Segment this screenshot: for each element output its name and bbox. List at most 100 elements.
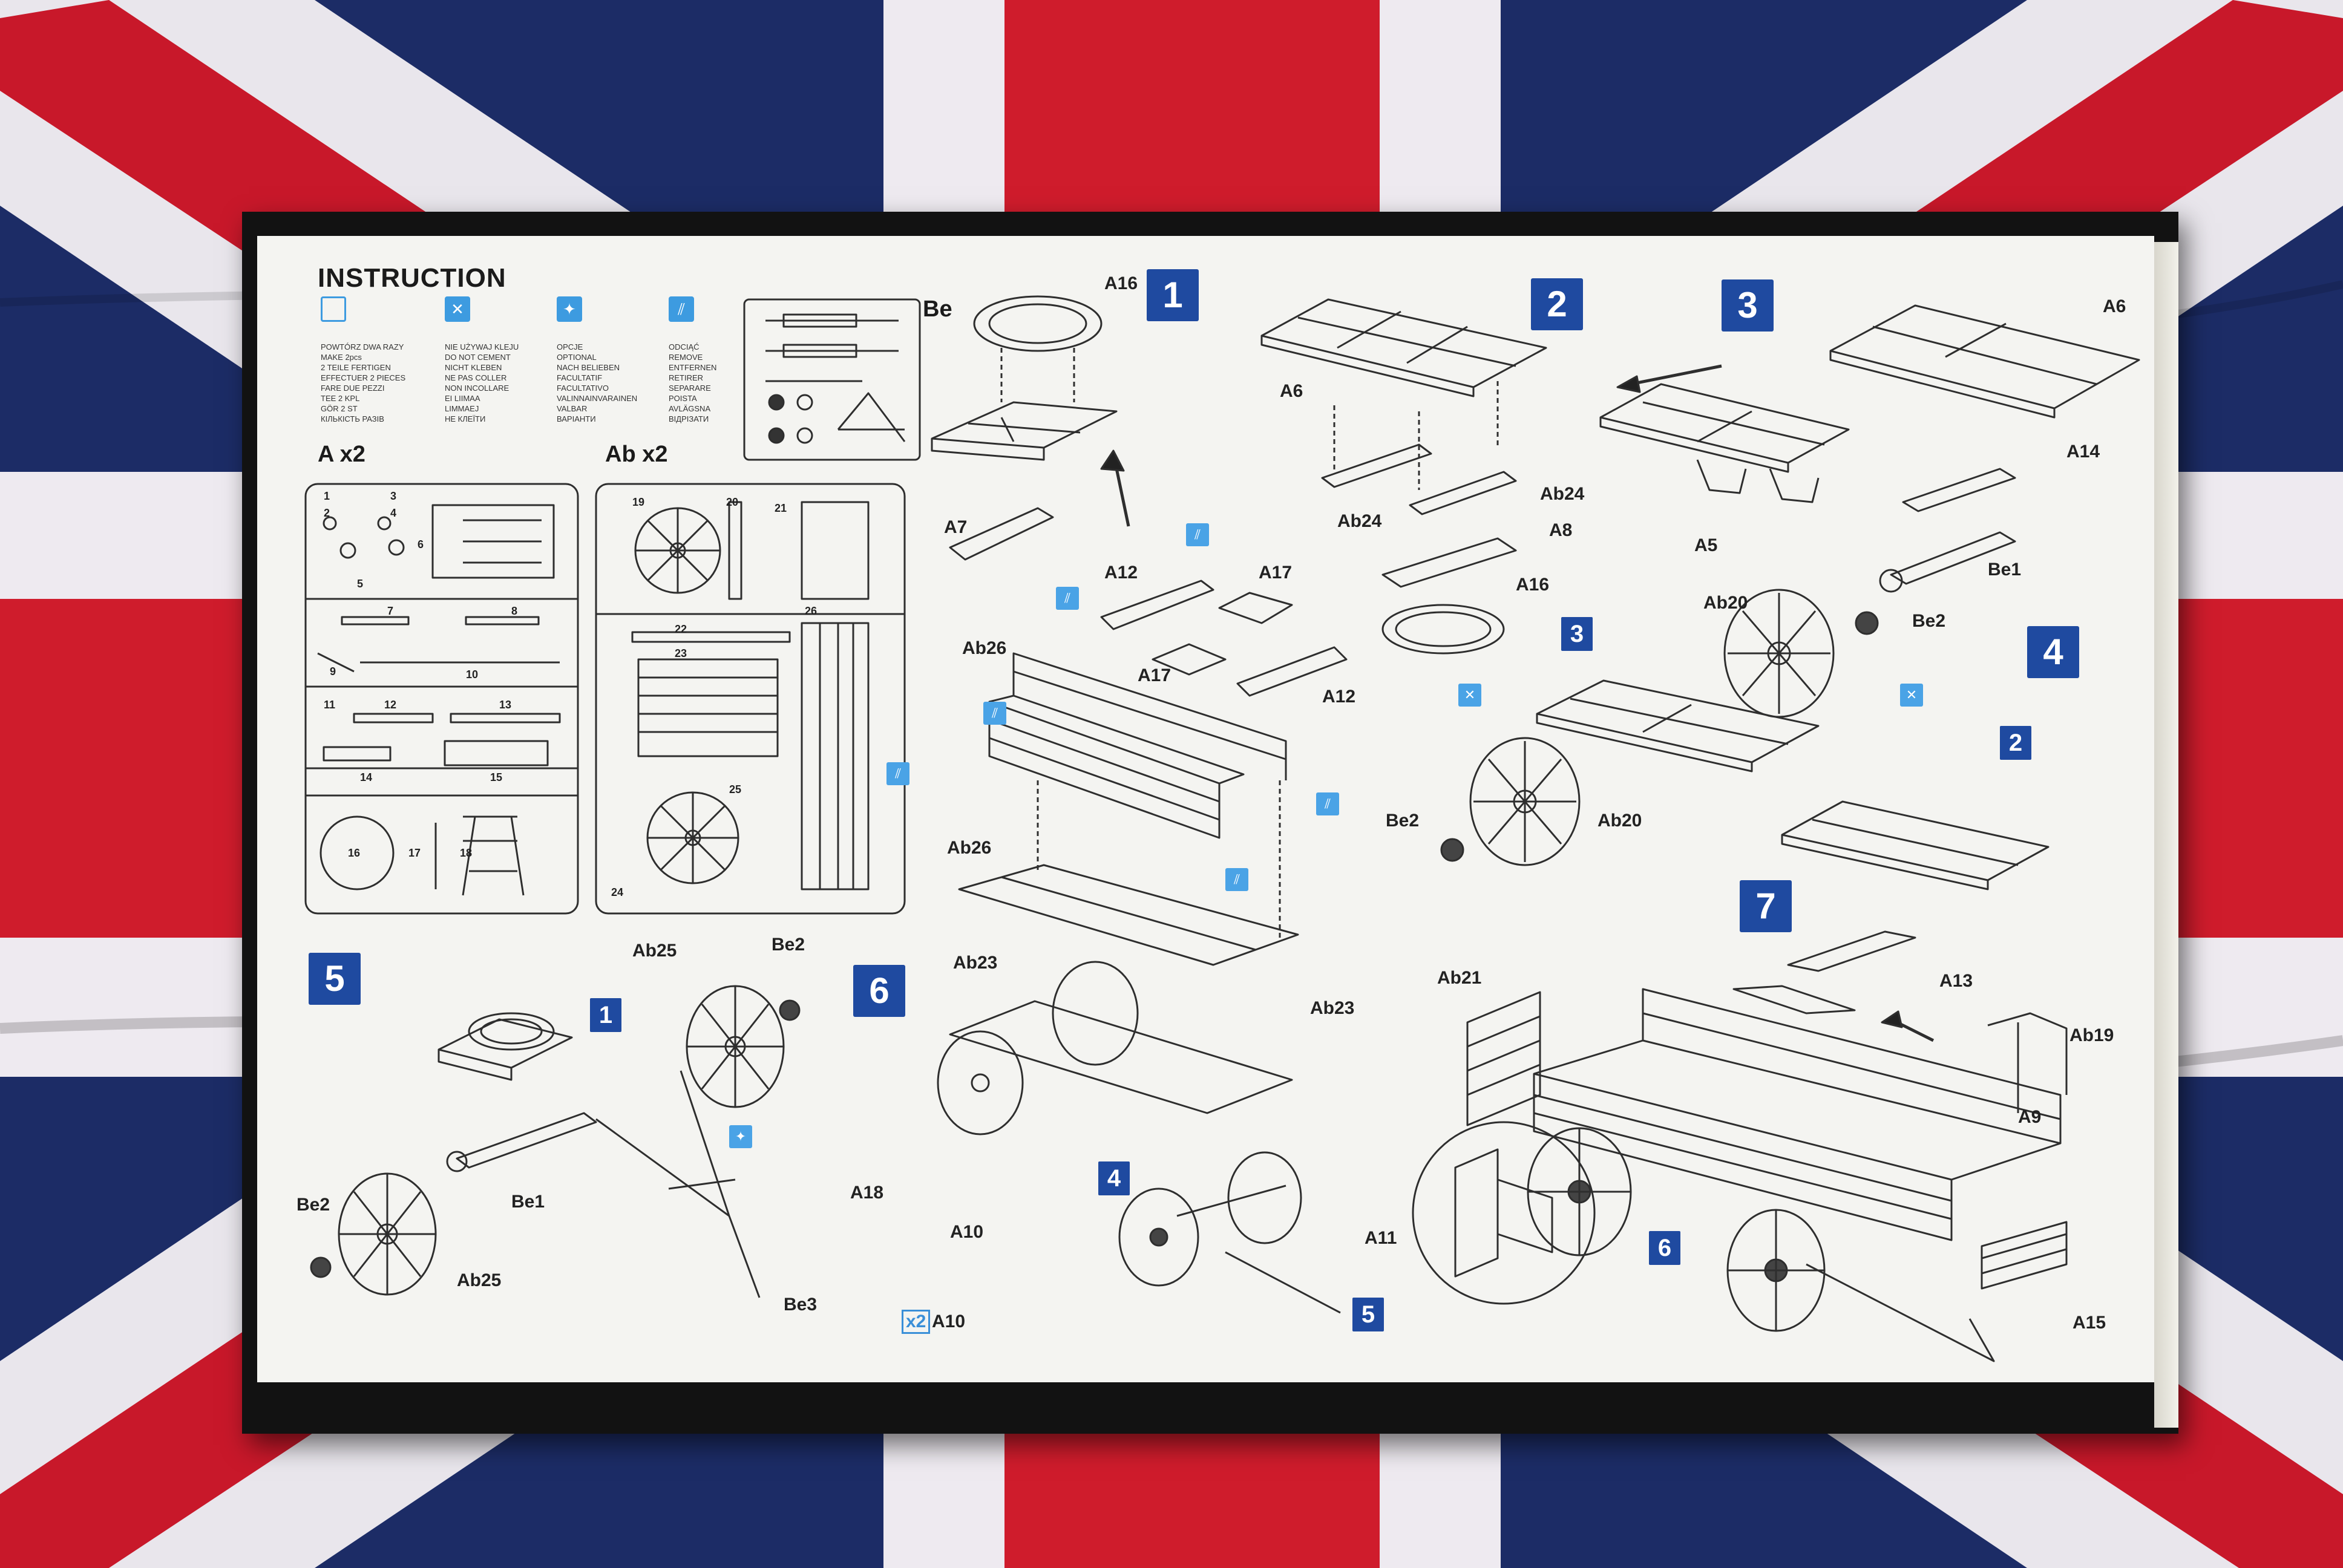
part-label: Ab25 [632, 941, 677, 961]
part-label: Ab26 [947, 838, 992, 858]
remove-icon: ⫽ [669, 296, 694, 322]
no-glue-icon: ✕ [1900, 684, 1923, 707]
remove-icon: ⫽ [1225, 868, 1248, 891]
part-label: Ab19 [2069, 1025, 2114, 1045]
sprue-number: 13 [499, 699, 512, 711]
part-label: A9 [2018, 1107, 2042, 1127]
legend-line: RETIRER [669, 373, 704, 382]
sprue-number: 10 [466, 668, 479, 681]
part-label: Be1 [1988, 560, 2022, 580]
sprue-number: 26 [805, 605, 818, 617]
remove-icon: ⫽ [1186, 523, 1209, 546]
part-label: A15 [2073, 1313, 2106, 1333]
no-glue-icon: ✕ [1458, 684, 1481, 707]
sprue-number: 22 [675, 623, 687, 635]
sprue-number: 24 [611, 886, 624, 898]
part-label: Be3 [784, 1295, 818, 1315]
step-5-drawing [310, 985, 801, 1298]
legend-line: NACH BELIEBEN [557, 363, 620, 372]
remove-icon: ⫽ [983, 702, 1006, 725]
part-label: A6 [1280, 381, 1303, 401]
part-label: Ab24 [1540, 484, 1585, 504]
sprue-number: 9 [330, 665, 336, 678]
sprue-ab-label: Ab x2 [605, 442, 668, 467]
legend-line: AVLÄGSNA [669, 404, 711, 413]
sprue-number: 3 [390, 490, 397, 502]
part-label: Be1 [511, 1192, 545, 1212]
sprue-number: 4 [390, 507, 397, 519]
legend-line: NIE UŻYWAJ KLEJU [445, 342, 519, 351]
part-label: A6 [2103, 296, 2126, 316]
part-label: Ab23 [1310, 998, 1355, 1018]
part-label: A12 [1104, 563, 1138, 583]
ref-badge-1: 1 [590, 998, 621, 1032]
sprue-number: 7 [387, 605, 394, 617]
part-label: A10 [932, 1312, 966, 1331]
legend-line: ВІДРІЗАТИ [669, 414, 709, 423]
legend-line: VALBAR [557, 404, 588, 413]
legend-line: НЕ КЛЕЇТИ [445, 414, 486, 423]
legend-optional-text: OPCJE OPTIONAL NACH BELIEBEN FACULTATIF … [557, 342, 637, 424]
legend-line: GÖR 2 ST [321, 404, 358, 413]
legend-line: FARE DUE PEZZI [321, 384, 385, 393]
part-label: Be2 [772, 935, 805, 955]
legend-line: TEE 2 KPL [321, 394, 360, 403]
sprue-number: 15 [490, 771, 503, 783]
step-badge-3: 3 [1722, 279, 1774, 332]
part-label: A13 [1939, 971, 1973, 991]
legend-line: EI LIIMAA [445, 394, 480, 403]
legend-line: VALINNAINVARAINEN [557, 394, 638, 403]
legend-line: OPTIONAL [557, 353, 597, 362]
step-3-drawing [1599, 304, 2140, 593]
assembly-drawings [304, 295, 2140, 1362]
legend-line: OPCJE [557, 342, 583, 351]
part-label: Be2 [1912, 611, 1946, 631]
remove-icon: ⫽ [886, 762, 909, 785]
sprue-number: 19 [632, 496, 645, 508]
legend-line: DO NOT CEMENT [445, 353, 511, 362]
part-label: A17 [1259, 563, 1293, 583]
sprue-be-label: Be [923, 296, 952, 322]
part-label: A5 [1694, 535, 1718, 555]
instruction-sheet: INSTRUCTION ✕ ✦ ⫽ POWTÓRZ DWA RAZY MAKE … [257, 236, 2154, 1382]
legend-line: FACULTATIF [557, 373, 603, 382]
legend-line: NON INCOLLARE [445, 384, 510, 393]
sprue-number: 6 [418, 538, 424, 550]
legend-line: ENTFERNEN [669, 363, 717, 372]
part-label: Ab26 [962, 638, 1007, 658]
part-label: Ab25 [457, 1270, 502, 1290]
sprue-ab-frame [595, 483, 906, 915]
step-badge-4: 4 [2027, 626, 2079, 678]
legend-line: NICHT KLEBEN [445, 363, 502, 372]
ref-badge-5: 5 [1352, 1298, 1384, 1331]
sprue-number: 17 [408, 847, 421, 859]
legend-line: NE PAS COLLER [445, 373, 507, 382]
legend-repeat-text: POWTÓRZ DWA RAZY MAKE 2pcs 2 TEILE FERTI… [321, 342, 405, 424]
part-label: A18 [850, 1183, 884, 1203]
part-label: A11 [1365, 1228, 1397, 1248]
step-badge-6: 6 [853, 965, 905, 1017]
legend-line: КІЛЬКІСТЬ РАЗІВ [321, 414, 384, 423]
part-label: A10 [950, 1222, 984, 1242]
legend-no-glue-text: NIE UŻYWAJ KLEJU DO NOT CEMENT NICHT KLE… [445, 342, 519, 424]
sprue-number: 16 [348, 847, 361, 859]
sprue-number: 12 [384, 699, 397, 711]
step-badge-2: 2 [1531, 278, 1583, 330]
part-label: Be2 [1386, 811, 1420, 831]
box-side-edge [2154, 242, 2178, 1428]
ref-badge-4: 4 [1098, 1161, 1130, 1195]
sprue-number: 18 [460, 847, 473, 859]
part-label: A7 [944, 517, 968, 537]
part-label: Ab23 [953, 953, 998, 973]
sprue-number: 2 [324, 507, 330, 519]
part-label: Be2 [297, 1195, 330, 1215]
step-7-drawing [1412, 930, 2068, 1362]
sprue-number: 25 [729, 783, 742, 795]
legend-line: EFFECTUER 2 PIECES [321, 373, 406, 382]
legend-line: LIMMAEJ [445, 404, 479, 413]
step-1-drawing [931, 295, 1348, 697]
step-2-drawing [1260, 298, 1547, 655]
sprue-number: 23 [675, 647, 687, 659]
legend-line: SEPARARE [669, 384, 711, 393]
part-label: Ab21 [1437, 968, 1482, 988]
